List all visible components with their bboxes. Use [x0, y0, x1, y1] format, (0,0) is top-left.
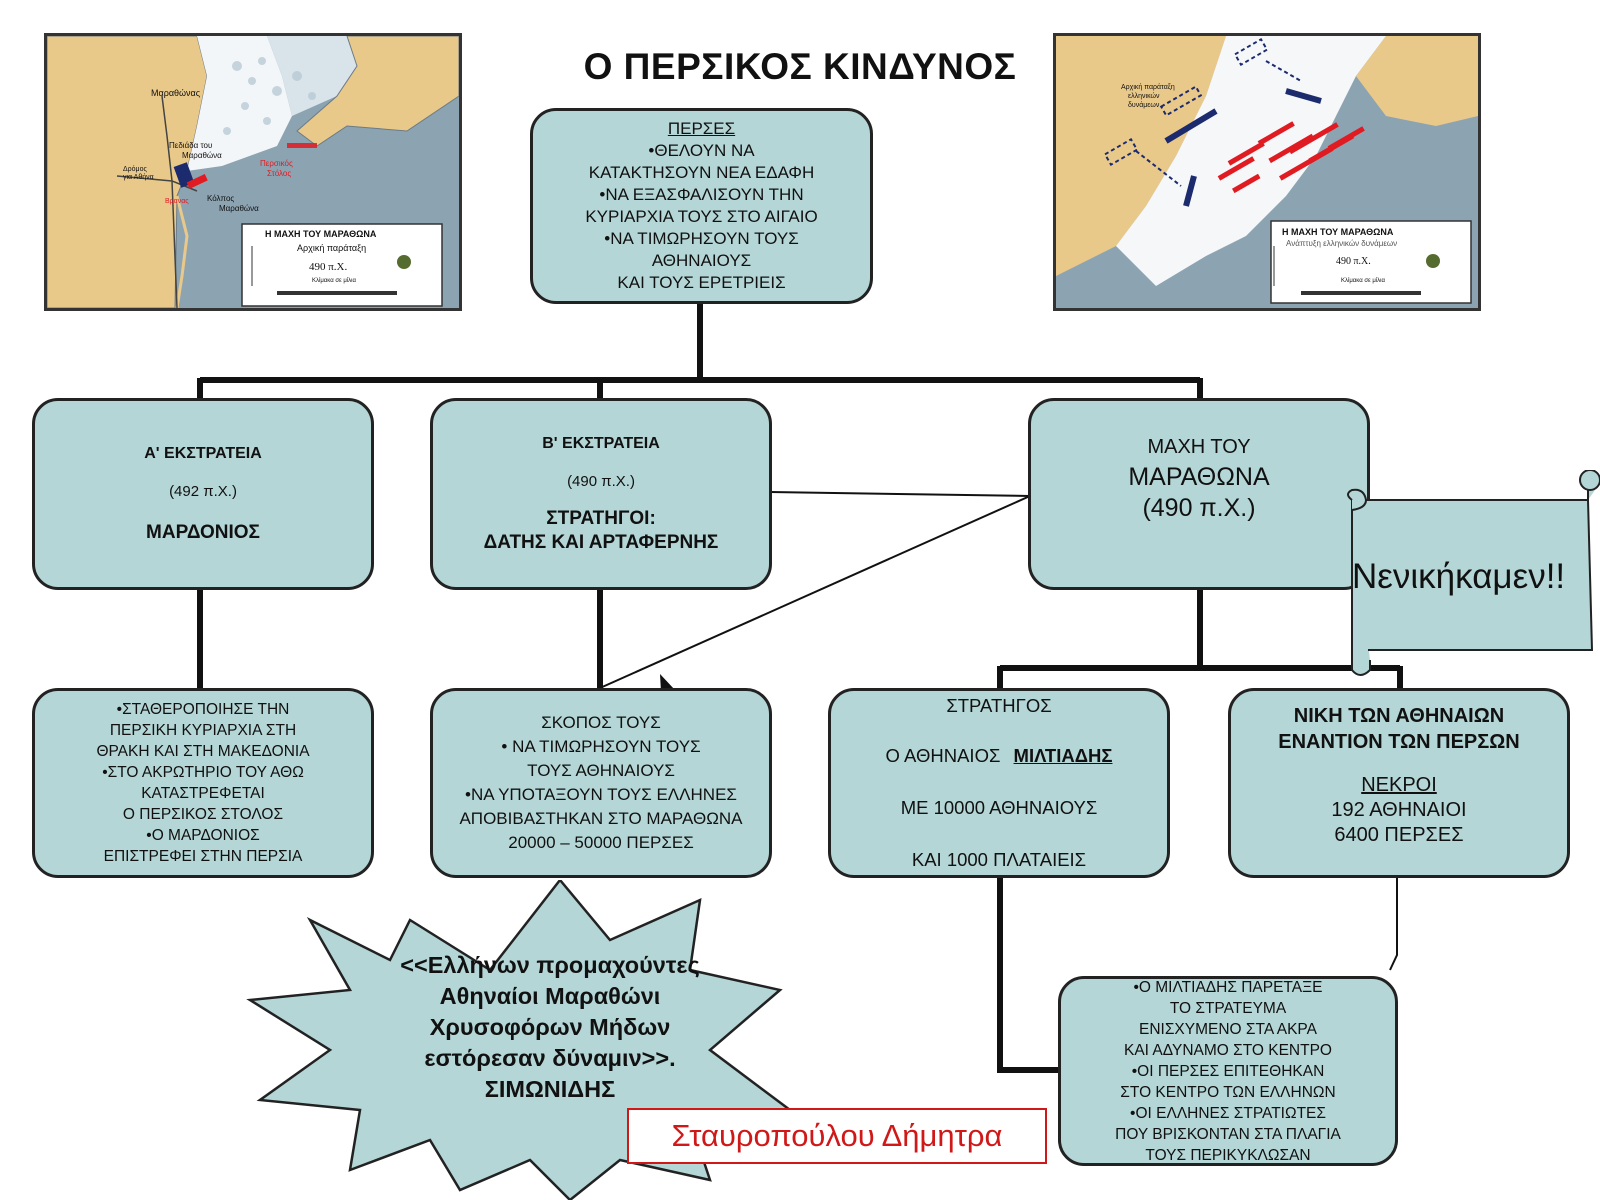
epigram-line: <<Ελλήνων προμαχούντες — [400, 952, 700, 978]
campaign2-date: (490 π.Χ.) — [567, 472, 635, 490]
victory-box: ΝΙΚΗ ΤΩΝ ΑΘΗΝΑΙΩΝ ΕΝΑΝΤΙΟΝ ΤΩΝ ΠΕΡΣΩΝ ΝΕ… — [1228, 688, 1570, 878]
map-label-gulf: Κόλπος — [207, 194, 235, 203]
tactics-line: ΣΤΟ ΚΕΝΤΡΟ ΤΩΝ ΕΛΛΗΝΩΝ — [1120, 1083, 1336, 1101]
victory-dead-label: ΝΕΚΡΟΙ — [1361, 774, 1437, 796]
victory-line1: ΝΙΚΗ ΤΩΝ ΑΘΗΝΑΙΩΝ — [1293, 705, 1505, 727]
map-label-marathonas: Μαραθώνας — [151, 88, 201, 98]
map-left-caption-date: 490 π.Χ. — [309, 261, 348, 273]
epigram-line: Χρυσοφόρων Μήδων — [429, 1014, 671, 1040]
tactics-line: ΠΟΥ ΒΡΙΣΚΟΝΤΑΝ ΣΤΑ ΠΛΑΓΙΑ — [1115, 1125, 1341, 1143]
map-label-initial-2: ελληνικών — [1128, 93, 1160, 100]
battle-line3: (490 π.Χ.) — [1142, 494, 1256, 522]
map-label-road-2: για Αθήνα — [123, 174, 154, 181]
scroll-text: Νενικήκαμεν!! — [1352, 557, 1566, 596]
persians-line: ΚΥΡΙΑΡΧΙΑ ΤΟΥΣ ΣΤΟ ΑΙΓΑΙΟ — [585, 207, 818, 226]
campaign1-detail-line: Ο ΠΕΡΣΙΚΟΣ ΣΤΟΛΟΣ — [122, 806, 284, 823]
campaign2-generals-label: ΣΤΡΑΤΗΓΟΙ: — [546, 507, 656, 529]
map-left-caption-title: Η ΜΑΧΗ ΤΟΥ ΜΑΡΑΘΩΝΑ — [265, 229, 377, 239]
map-right-scale-label: Κλίμακα σε μίλια — [1341, 278, 1385, 284]
persians-line: ΑΘΗΝΑΙΟΥΣ — [651, 251, 752, 270]
epigram-line: εστόρεσαν δύναμιν>>. — [424, 1045, 676, 1071]
persians-box: ΠΕΡΣΕΣ •ΘΕΛΟΥΝ ΝΑ ΚΑΤΑΚΤΗΣΟΥΝ ΝΕΑ ΕΔΑΦΗ … — [530, 108, 873, 304]
campaign1-detail-line: ΘΡΑΚΗ ΚΑΙ ΣΤΗ ΜΑΚΕΔΟΝΙΑ — [96, 743, 310, 760]
victory-dead-persians: 6400 ΠΕΡΣΕΣ — [1334, 824, 1464, 846]
general-name: ΜΙΛΤΙΑΔΗΣ — [1013, 745, 1113, 766]
campaign2-detail-line: • ΝΑ ΤΙΜΩΡΗΣΟΥΝ ΤΟΥΣ — [501, 737, 701, 756]
map-label-gulf-2: Μαραθώνα — [219, 204, 259, 213]
persians-line: ΚΑΙ ΤΟΥΣ ΕΡΕΤΡΙΕΙΣ — [617, 273, 786, 292]
campaign2-detail-line: 20000 – 50000 ΠΕΡΣΕΣ — [508, 833, 694, 852]
tactics-line: •ΟΙ ΠΕΡΣΕΣ ΕΠΙΤΕΘΗΚΑΝ — [1131, 1062, 1325, 1080]
map-label-fleet: Περσικός — [260, 159, 293, 168]
map-label-fleet-2: Στόλος — [267, 169, 292, 178]
general-box: ΣΤΡΑΤΗΓΟΣ Ο ΑΘΗΝΑΙΟΣ ΜΙΛΤΙΑΔΗΣ ΜΕ 10000 … — [828, 688, 1170, 878]
map-right-drawing — [1056, 36, 1478, 308]
map-marathon-deployment: Αρχική παράταξη ελληνικών δυνάμεων Η ΜΑΧ… — [1053, 33, 1481, 311]
tactics-line: •Ο ΜΙΛΤΙΑΔΗΣ ΠΑΡΕΤΑΞΕ — [1133, 978, 1323, 996]
campaign1-detail-line: •ΣΤΟ ΑΚΡΩΤΗΡΙΟ ΤΟΥ ΑΘΩ — [102, 764, 304, 781]
campaign1-box: Α' ΕΚΣΤΡΑΤΕΙΑ (492 π.Χ.) ΜΑΡΔΟΝΙΟΣ — [32, 398, 374, 590]
map-label-road: Δρόμος — [123, 166, 147, 173]
map-right-caption-date: 490 π.Χ. — [1336, 256, 1371, 267]
map-label-initial-3: δυνάμεων — [1128, 102, 1160, 109]
persians-line: •ΝΑ ΕΞΑΣΦΑΛΙΣΟΥΝ ΤΗΝ — [599, 185, 804, 204]
campaign1-details-box: •ΣΤΑΘΕΡΟΠΟΙΗΣΕ ΤΗΝ ΠΕΡΣΙΚΗ ΚΥΡΙΑΡΧΙΑ ΣΤΗ… — [32, 688, 374, 878]
tactics-line: ΤΟ ΣΤΡΑΤΕΥΜΑ — [1169, 999, 1287, 1017]
victory-dead-athenians: 192 ΑΘΗΝΑΙΟΙ — [1331, 799, 1467, 821]
battle-box: ΜΑΧΗ ΤΟΥ ΜΑΡΑΘΩΝΑ (490 π.Χ.) — [1028, 398, 1370, 590]
epigram-line: Αθηναίοι Μαραθώνι — [439, 983, 661, 1009]
tactics-line: ΚΑΙ ΑΔΥΝΑΜΟ ΣΤΟ ΚΕΝΤΡΟ — [1124, 1041, 1332, 1059]
map-label-initial: Αρχική παράταξη — [1121, 84, 1175, 91]
map-label-athens: Βρανας — [165, 198, 189, 205]
map-right-caption-title: Η ΜΑΧΗ ΤΟΥ ΜΑΡΑΘΩΝΑ — [1282, 227, 1394, 237]
persians-line: ΚΑΤΑΚΤΗΣΟΥΝ ΝΕΑ ΕΔΑΦΗ — [588, 163, 815, 182]
general-label: ΣΤΡΑΤΗΓΟΣ — [946, 695, 1052, 716]
general-prefix: Ο ΑΘΗΝΑΙΟΣ — [885, 745, 1001, 766]
general-line3: ΜΕ 10000 ΑΘΗΝΑΙΟΥΣ — [900, 797, 1098, 818]
epigram-text: <<Ελλήνων προμαχούντες Αθηναίοι Μαραθώνι… — [340, 950, 760, 1105]
persians-line: •ΘΕΛΟΥΝ ΝΑ — [648, 141, 755, 160]
victory-line2: ΕΝΑΝΤΙΟΝ ΤΩΝ ΠΕΡΣΩΝ — [1278, 731, 1520, 753]
map-left-drawing — [47, 36, 459, 308]
campaign1-detail-line: ΠΕΡΣΙΚΗ ΚΥΡΙΑΡΧΙΑ ΣΤΗ — [109, 722, 297, 739]
arrowhead-icon — [660, 674, 675, 692]
general-line4: ΚΑΙ 1000 ΠΛΑΤΑΙΕΙΣ — [911, 849, 1087, 870]
battle-line2: ΜΑΡΑΘΩΝΑ — [1128, 463, 1270, 491]
campaign2-detail-line: •ΝΑ ΥΠΟΤΑΞΟΥΝ ΤΟΥΣ ΕΛΛΗΝΕΣ — [465, 785, 737, 804]
campaign2-detail-line: ΤΟΥΣ ΑΘΗΝΑΙΟΥΣ — [527, 761, 675, 780]
map-label-plain-2: Μαραθώνα — [182, 151, 222, 160]
campaign1-detail-line: ΕΠΙΣΤΡΕΦΕΙ ΣΤΗΝ ΠΕΡΣΙΑ — [103, 848, 303, 865]
map-marathon-initial: Μαραθώνας Πεδιάδα του Μαραθώνα Περσικός … — [44, 33, 462, 311]
tactics-line: ΤΟΥΣ ΠΕΡΙΚΥΚΛΩΣΑΝ — [1145, 1146, 1311, 1164]
battle-line1: ΜΑΧΗ ΤΟΥ — [1147, 436, 1251, 458]
campaign2-detail-line: ΣΚΟΠΟΣ ΤΟΥΣ — [541, 713, 661, 732]
campaign1-detail-line: ΚΑΤΑΣΤΡΕΦΕΤΑΙ — [141, 785, 265, 802]
map-right-caption-sub: Ανάπτυξη ελληνικών δυνάμεων — [1286, 239, 1398, 248]
epigram-author: ΣΙΜΩΝΙΔΗΣ — [484, 1076, 616, 1102]
campaign1-detail-line: •Ο ΜΑΡΔΟΝΙΟΣ — [146, 827, 260, 844]
campaign1-date: (492 π.Χ.) — [169, 482, 237, 500]
persians-heading: ΠΕΡΣΕΣ — [667, 119, 736, 138]
tactics-box: •Ο ΜΙΛΤΙΑΔΗΣ ΠΑΡΕΤΑΞΕ ΤΟ ΣΤΡΑΤΕΥΜΑ ΕΝΙΣΧ… — [1058, 976, 1398, 1166]
map-left-scale-label: Κλίμακα σε μίλια — [312, 278, 356, 284]
campaign2-generals: ΔΑΤΗΣ ΚΑΙ ΑΡΤΑΦΕΡΝΗΣ — [483, 531, 719, 553]
campaign2-detail-line: ΑΠΟΒΙΒΑΣΤΗΚΑΝ ΣΤΟ ΜΑΡΑΘΩΝΑ — [459, 809, 743, 828]
campaign2-box: Β' ΕΚΣΤΡΑΤΕΙΑ (490 π.Χ.) ΣΤΡΑΤΗΓΟΙ: ΔΑΤΗ… — [430, 398, 772, 590]
map-label-plain: Πεδιάδα του — [169, 141, 213, 150]
campaign1-heading: Α' ΕΚΣΤΡΑΤΕΙΑ — [144, 444, 262, 462]
campaign2-details-box: ΣΚΟΠΟΣ ΤΟΥΣ • ΝΑ ΤΙΜΩΡΗΣΟΥΝ ΤΟΥΣ ΤΟΥΣ ΑΘ… — [430, 688, 772, 878]
persians-line: •ΝΑ ΤΙΜΩΡΗΣΟΥΝ ΤΟΥΣ — [604, 229, 799, 248]
page-title: Ο ΠΕΡΣΙΚΟΣ ΚΙΝΔΥΝΟΣ — [583, 46, 1017, 87]
tactics-line: •ΟΙ ΕΛΛΗΝΕΣ ΣΤΡΑΤΙΩΤΕΣ — [1130, 1104, 1326, 1122]
tactics-line: ΕΝΙΣΧΥΜΕΝΟ ΣΤΑ ΑΚΡΑ — [1139, 1020, 1317, 1038]
author-signature: Σταυροπούλου Δήμητρα — [627, 1108, 1047, 1164]
campaign1-detail-line: •ΣΤΑΘΕΡΟΠΟΙΗΣΕ ΤΗΝ — [116, 701, 290, 718]
map-left-caption-sub: Αρχική παράταξη — [297, 243, 367, 253]
campaign2-heading: Β' ΕΚΣΤΡΑΤΕΙΑ — [542, 434, 660, 452]
victory-scroll — [1347, 470, 1600, 676]
campaign1-leader: ΜΑΡΔΟΝΙΟΣ — [146, 521, 260, 543]
